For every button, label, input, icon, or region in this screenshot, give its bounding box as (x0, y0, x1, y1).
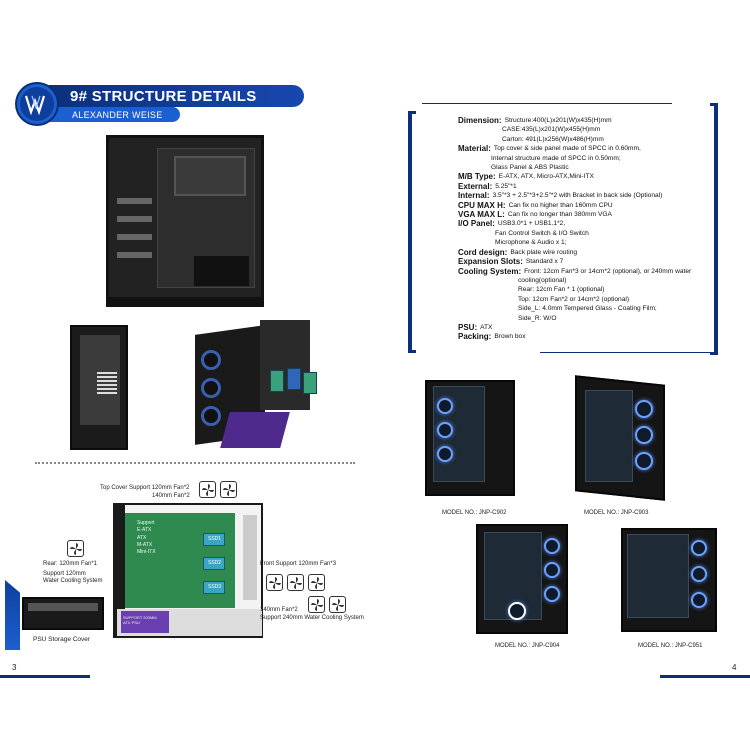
spec-cont: CASE:435(L)x201(W)x455(H)mm (502, 126, 601, 134)
footer-bar-left (0, 675, 90, 678)
top-cover-label-2: 140mm Fan*2 (152, 493, 190, 499)
model-photo-c903 (565, 372, 675, 502)
spec-row: VGA MAX L:Can fix no longer than 380mm V… (458, 210, 612, 220)
top-cover-label: Top Cover Support 120mm Fan*2 (100, 485, 190, 491)
fan-icon (220, 481, 237, 498)
fan-icon (308, 596, 325, 613)
spec-list: Dimension:Structure:400(L)x201(W)x435(H)… (458, 116, 698, 342)
spec-cont: Glass Panel & ABS Plastic (491, 164, 569, 172)
rear-water-label-1: Support 120mm (43, 571, 86, 577)
spec-row: PSU:ATX (458, 322, 493, 332)
psu-cover-photo (22, 597, 104, 630)
case-interior-photo (106, 135, 264, 307)
fan-icon (266, 574, 283, 591)
footer-bar-right (660, 675, 750, 678)
front-water-label: Support 240mm Water Cooling System (260, 615, 364, 621)
spec-row: Cooling System:Front: 12cm Fan*3 or 14cm… (458, 266, 692, 276)
bay-label: SSD3 (208, 584, 222, 590)
model-caption: MODEL NO.: JNP-C951 (638, 643, 703, 649)
spec-cont: Top: 12cm Fan*2 or 14cm*2 (optional) (518, 295, 630, 303)
spec-row: I/O Panel:USB3.0*1 + USB1.1*2, (458, 219, 566, 229)
spec-cont: Microphone & Audio x 1; (495, 239, 567, 247)
spec-top-rule (422, 103, 672, 104)
spec-row: M/B Type:E-ATX, ATX, Micro-ATX,Mini-ITX (458, 172, 594, 182)
spec-cont: Fan Control Switch & I/O Switch (495, 229, 589, 237)
structure-diagram: Support E-ATX ATX M-ATX Mini-ITX SSD1 SS… (113, 503, 263, 638)
front-fan-label-2: 140mm Fan*2 (260, 607, 298, 613)
spec-row: Expansion Slots:Standard x 7 (458, 257, 564, 267)
spec-row: CPU MAX H:Can fix no higher than 160mm C… (458, 200, 613, 210)
brand-logo-icon (24, 95, 46, 116)
section-divider (35, 462, 355, 464)
fan-icon (287, 574, 304, 591)
spec-cont: Internal structure made of SPCC in 0.50m… (491, 154, 621, 162)
model-caption: MODEL NO.: JNP-C902 (442, 510, 507, 516)
fan-icon (67, 540, 84, 557)
model-caption: MODEL NO.: JNP-C903 (584, 510, 649, 516)
spec-cont: Side_L: 4.0mm Tempered Glass - Coating F… (518, 305, 657, 313)
page-title: 9# STRUCTURE DETAILS (70, 87, 257, 105)
psu-support-text: SUPPORT 200MM ATX PSU (123, 615, 157, 626)
spec-frame-left (408, 111, 416, 353)
spec-cont: cooling(optional) (518, 276, 567, 284)
spec-row: Material:Top cover & side panel made of … (458, 144, 641, 154)
model-photo-c904 (468, 518, 578, 636)
model-photo-c902 (415, 372, 525, 502)
spec-row: Dimension:Structure:400(L)x201(W)x435(H)… (458, 116, 612, 125)
spec-cont: Carton: 491(L)x256(W)x486(H)mm (502, 135, 604, 143)
case-drive-bays-photo (195, 320, 330, 450)
page-corner-decoration (5, 580, 20, 650)
brand-logo (17, 84, 57, 124)
fan-icon (308, 574, 325, 591)
spec-row: Cord design:Back plate wire routing (458, 247, 578, 257)
spec-row: External:5.25"*1 (458, 181, 517, 191)
page-number-left: 3 (12, 663, 17, 672)
spec-bottom-rule (540, 352, 710, 353)
case-rear-photo (70, 325, 128, 450)
page-number-right: 4 (732, 663, 737, 672)
spec-frame-right (710, 103, 718, 355)
mb-support-text: Support E-ATX ATX M-ATX Mini-ITX (137, 520, 156, 555)
psu-cover-label: PSU Storage Cover (33, 636, 91, 643)
brand-bar: ALEXANDER WEISE (40, 107, 180, 122)
model-caption: MODEL NO.: JNP-C904 (495, 643, 560, 649)
rear-fan-label: Rear: 120mm Fan*1 (43, 561, 98, 567)
front-fan-label: Front Support 120mm Fan*3 (260, 561, 337, 567)
brand-name: ALEXANDER WEISE (72, 109, 163, 120)
spec-row: Packing:Brown box (458, 332, 526, 342)
rear-water-label-2: Water Cooling System (43, 578, 103, 584)
page-title-bar: 9# STRUCTURE DETAILS (40, 85, 304, 107)
bay-label: SSD1 (208, 536, 222, 542)
fan-icon (329, 596, 346, 613)
fan-icon (199, 481, 216, 498)
bay-label: SSD2 (208, 560, 222, 566)
spec-cont: Rear: 12cm Fan * 1 (optional) (518, 286, 605, 294)
spec-row: Internal:3.5"*3 + 2.5"*3+2.5"*2 with Bra… (458, 191, 663, 201)
model-photo-c951 (615, 524, 725, 636)
spec-cont: Side_R: W/O (518, 314, 557, 322)
